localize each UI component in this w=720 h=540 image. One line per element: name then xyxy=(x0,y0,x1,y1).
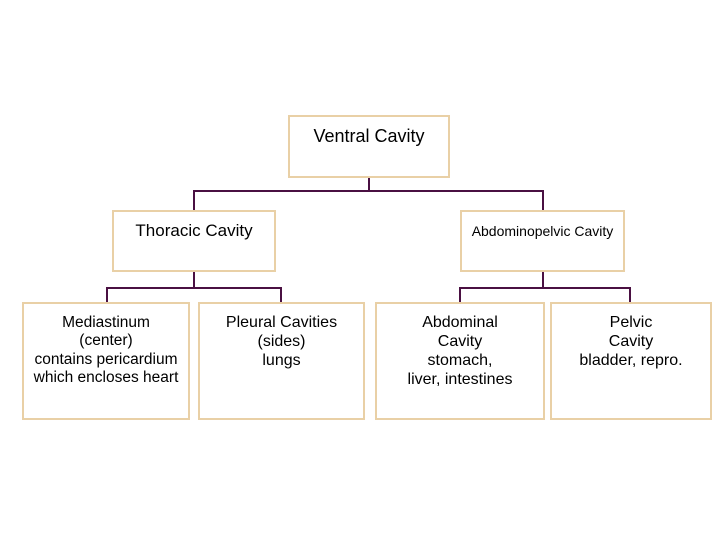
node-abdominal-cavity-line-4: liver, intestines xyxy=(407,370,513,388)
connector-thoracic-bar xyxy=(106,287,282,289)
node-mediastinum-line-1: Mediastinum xyxy=(62,314,150,331)
node-abdominopelvic-cavity-line-1: Abdominopelvic Cavity xyxy=(471,223,614,239)
connector-thoracic-stem xyxy=(193,272,195,288)
node-pelvic-cavity-line-2: Cavity xyxy=(608,332,654,350)
node-pleural-cavities-line-1: Pleural Cavities xyxy=(225,314,338,331)
node-abdominopelvic-cavity[interactable]: Abdominopelvic Cavity xyxy=(460,210,625,272)
node-abdominal-cavity-line-3: stomach, xyxy=(427,351,493,369)
connector-to-pelvic xyxy=(629,287,631,303)
node-mediastinum-line-3: contains pericardium xyxy=(34,350,178,368)
node-thoracic-cavity-line-1: Thoracic Cavity xyxy=(135,221,253,240)
node-mediastinum-line-2: (center) xyxy=(79,332,133,350)
node-pleural-cavities-line-2: (sides) xyxy=(257,332,306,350)
connector-level2-bar xyxy=(193,190,544,192)
connector-to-mediastinum xyxy=(106,287,108,303)
connector-to-abdominal xyxy=(459,287,461,303)
node-pelvic-cavity[interactable]: Pelvic Cavity bladder, repro. xyxy=(550,302,712,420)
node-abdominal-cavity-line-2: Cavity xyxy=(437,332,483,350)
node-mediastinum[interactable]: Mediastinum (center) contains pericardiu… xyxy=(22,302,190,420)
connector-abdominopelvic-stem xyxy=(542,272,544,288)
node-ventral-cavity[interactable]: Ventral Cavity xyxy=(288,115,450,178)
node-pleural-cavities[interactable]: Pleural Cavities (sides) lungs xyxy=(198,302,365,420)
node-abdominal-cavity-line-1: Abdominal xyxy=(422,314,498,331)
node-ventral-cavity-line-1: Ventral Cavity xyxy=(313,126,425,146)
node-mediastinum-line-4: which encloses heart xyxy=(33,368,179,386)
node-pelvic-cavity-line-1: Pelvic xyxy=(609,314,653,331)
node-pleural-cavities-line-3: lungs xyxy=(262,351,301,369)
node-pelvic-cavity-line-3: bladder, repro. xyxy=(579,351,683,369)
connector-to-abdominopelvic xyxy=(542,190,544,211)
connector-to-pleural xyxy=(280,287,282,303)
node-abdominal-cavity[interactable]: Abdominal Cavity stomach, liver, intesti… xyxy=(375,302,545,420)
connector-to-thoracic xyxy=(193,190,195,211)
connector-root-stem xyxy=(368,178,370,191)
connector-abdominopelvic-bar xyxy=(459,287,631,289)
node-thoracic-cavity[interactable]: Thoracic Cavity xyxy=(112,210,276,272)
